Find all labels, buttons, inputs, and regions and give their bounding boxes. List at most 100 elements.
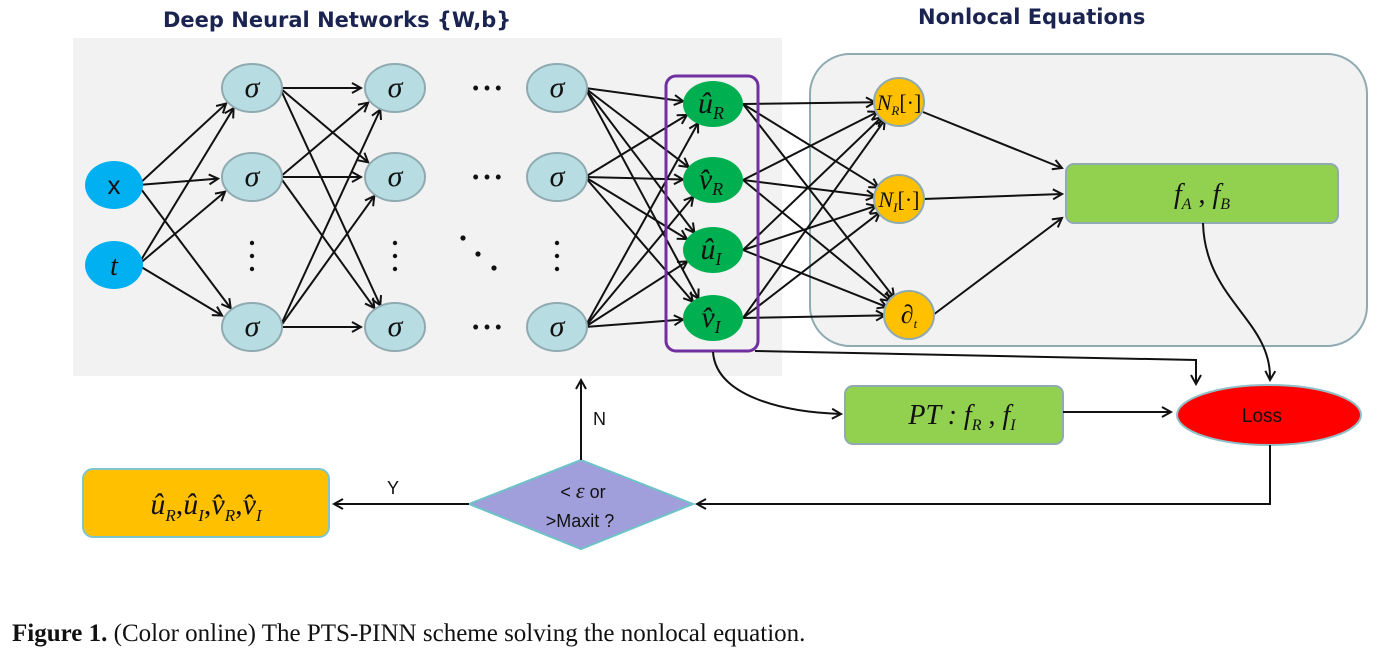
fa-fb-box: fA , fB: [1065, 163, 1339, 224]
svg-text:t: t: [110, 251, 119, 282]
edge: [279, 87, 380, 305]
figure-caption: Figure 1. (Color online) The PTS-PINN sc…: [12, 620, 805, 648]
edge: [922, 194, 1062, 199]
sigma-label: σ: [550, 310, 566, 343]
output-group-border: [664, 74, 760, 353]
label-no: N: [593, 409, 606, 429]
flow-edges: [334, 222, 1270, 504]
svg-text:x: x: [108, 170, 121, 200]
hidden-node: σ: [221, 302, 283, 352]
edge: [742, 117, 882, 251]
edge: [742, 179, 875, 196]
edge: [932, 218, 1062, 316]
output-node: ûI: [683, 227, 743, 273]
edge: [742, 206, 876, 251]
svg-text:NR[·]: NR[·]: [876, 90, 922, 118]
edge: [584, 123, 698, 328]
svg-text:< ε or: < ε or: [560, 478, 605, 503]
horizontal-ellipsis: • • •: [473, 167, 502, 187]
vertical-dot: [392, 240, 398, 246]
sigma-label: σ: [550, 160, 566, 193]
edge: [742, 249, 887, 307]
edge: [137, 264, 222, 316]
edge: [279, 103, 368, 178]
edge: [742, 102, 875, 104]
edge: [742, 112, 878, 181]
caption-text: (Color online) The PTS-PINN scheme solvi…: [107, 620, 806, 647]
hidden-node: σ: [364, 63, 426, 113]
edge: [742, 315, 885, 318]
edge: [742, 103, 894, 298]
output-node: v̂I: [683, 295, 743, 341]
operator-node: ∂t: [883, 290, 935, 340]
svg-text:ûI: ûI: [701, 233, 723, 269]
edge: [922, 111, 1062, 168]
hidden-node: σ: [526, 152, 588, 202]
svg-text:ûR: ûR: [698, 87, 724, 123]
edge: [137, 184, 231, 308]
input-node-t: t: [85, 241, 143, 289]
edge: [742, 179, 890, 301]
vertical-dot: [554, 253, 560, 259]
horizontal-ellipsis: • • •: [473, 317, 502, 337]
pt-box: PT : fR , fI: [844, 385, 1064, 445]
edges: [137, 87, 1062, 328]
label-yes: Y: [387, 478, 399, 498]
sigma-label: σ: [245, 160, 261, 193]
edge: [584, 87, 694, 233]
svg-text:fA , fB: fA , fB: [1174, 179, 1230, 213]
vertical-dot: [392, 253, 398, 259]
sigma-label: σ: [245, 71, 261, 104]
title-deep-neural-networks: Deep Neural Networks {W,b}: [163, 8, 511, 32]
hidden-node: σ: [364, 152, 426, 202]
svg-text:ûR,ûI,v̂R,v̂I: ûR,ûI,v̂R,v̂I: [150, 488, 263, 525]
svg-text:∂t: ∂t: [901, 300, 918, 331]
hidden-layers: σ σ σ σ σ σ σ σ σ: [221, 63, 588, 352]
output-nodes: ûR v̂R ûI v̂I: [683, 81, 743, 341]
operator-node: NI[·]: [873, 174, 925, 224]
edge: [584, 176, 693, 302]
hidden-node: σ: [221, 63, 283, 113]
vertical-dot: [554, 240, 560, 246]
loss-node: Loss: [1176, 384, 1362, 446]
sigma-label: σ: [388, 71, 404, 104]
vertical-dot: [554, 266, 560, 272]
svg-text:NI[·]: NI[·]: [877, 187, 919, 215]
edge: [137, 104, 226, 186]
decision-diamond: < ε or >Maxit ?: [466, 458, 696, 551]
edge: [279, 87, 368, 162]
sigma-label: σ: [388, 310, 404, 343]
operator-nodes: NR[·] NI[·] ∂t: [873, 77, 935, 340]
sigma-label: σ: [245, 310, 261, 343]
hidden-node: σ: [221, 152, 283, 202]
edge: [137, 179, 218, 186]
title-nonlocal-equations: Nonlocal Equations: [918, 5, 1145, 29]
svg-text:v̂R: v̂R: [699, 163, 723, 199]
edge: [137, 108, 234, 266]
dnn-panel: [73, 38, 782, 376]
diagonal-dot: [475, 251, 481, 257]
operator-node: NR[·]: [873, 77, 925, 127]
caption-label: Figure 1.: [12, 620, 108, 647]
vertical-dot: [392, 266, 398, 272]
output-node: v̂R: [683, 157, 743, 203]
svg-text:PT : fR , fI: PT : fR , fI: [907, 400, 1016, 434]
input-node-x: x: [85, 161, 143, 209]
edge: [584, 87, 689, 167]
edge: [742, 120, 885, 319]
hidden-node: σ: [526, 63, 588, 113]
sigma-label: σ: [550, 71, 566, 104]
edge: [279, 176, 374, 308]
hidden-node: σ: [364, 302, 426, 352]
edge: [584, 115, 687, 178]
diagonal-dot: [491, 265, 497, 271]
edge: [584, 261, 687, 328]
edge: [742, 212, 880, 319]
edge: [279, 196, 374, 328]
edge: [584, 197, 693, 328]
svg-text:Loss: Loss: [1242, 406, 1282, 427]
ellipsis-marks: • • •• • •• • •: [249, 78, 560, 337]
edge: [279, 110, 380, 328]
vertical-dot: [249, 240, 255, 246]
vertical-dot: [249, 266, 255, 272]
